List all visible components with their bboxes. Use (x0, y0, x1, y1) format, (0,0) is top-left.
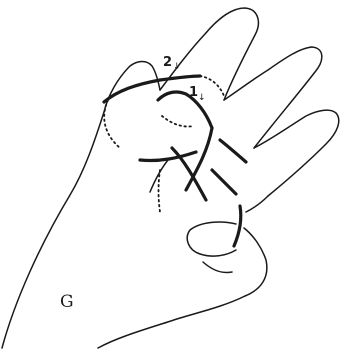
string-back-diagonal (159, 170, 161, 212)
string-cross-c (186, 128, 212, 190)
step-one-arrow-icon: ↓ (198, 94, 206, 103)
string-back-loop (162, 116, 194, 127)
step-two-arrow-icon: ↓ (173, 63, 181, 72)
string-back-thumb (104, 100, 120, 148)
string-ring-loop (234, 206, 241, 246)
label-step-one: 1 (189, 86, 198, 99)
string-diagonal-1 (220, 140, 246, 162)
string-diagonal-2 (212, 170, 236, 194)
string-cross-a (140, 152, 196, 161)
corner-letter-label: G (60, 294, 74, 311)
string-front-thumb (104, 76, 200, 102)
label-step-two: 2 (163, 56, 172, 69)
